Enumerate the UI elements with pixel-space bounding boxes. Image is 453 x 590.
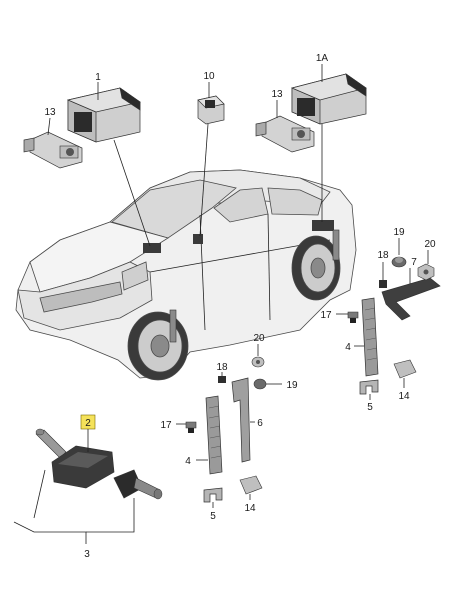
callout-6: 6 [257,418,263,429]
control-module-1a-icon [290,73,367,125]
callout-18-right: 18 [377,250,389,261]
tire-pressure-sensor-icon [51,445,115,489]
callout-7: 7 [411,257,417,268]
bracket-7-icon [381,277,441,321]
callout-14-right: 14 [398,391,410,402]
clip-5-right-icon [359,379,379,395]
callout-2: 2 [85,418,91,429]
callout-3: 3 [84,549,90,560]
callout-20-center: 20 [253,333,265,344]
callout-10: 10 [203,71,215,82]
callout-5-center: 5 [210,511,216,522]
antenna-4-center-icon [205,395,223,475]
bolt-17-center-icon [185,421,197,433]
callout-13-left: 13 [44,107,56,118]
car-illustration [15,169,357,381]
callout-1a: 1A [316,53,329,64]
callout-19-center: 19 [286,380,298,391]
bracket-6-icon [231,377,251,463]
car-module-front [143,243,161,253]
nut-20-right-icon [417,263,435,281]
module-10-icon [197,95,225,125]
car-antenna-rear [332,229,340,261]
bolt-17-right-icon [347,311,359,323]
car-module-rear [312,220,334,231]
callout-18-center: 18 [216,362,228,373]
grommet-20-center-icon [251,356,265,368]
callout-4-right: 4 [345,342,351,353]
clip-18-right-icon [379,280,387,288]
valve-bolt-icon [35,428,67,459]
callout-20-right: 20 [424,239,436,250]
callout-14-center: 14 [244,503,256,514]
callout-1: 1 [95,72,101,83]
grommet-19-center-icon [253,378,267,390]
clip-5-center-icon [203,487,223,503]
valve-stem-icon [113,469,163,500]
antenna-4-right-icon [361,297,379,377]
grommet-19-right-icon [391,256,407,268]
callout-4-center: 4 [185,456,191,467]
car-antenna-front [169,309,177,343]
grommet-14-center-icon [239,475,263,495]
callout-19-right: 19 [393,227,405,238]
callout-5-right: 5 [367,402,373,413]
antenna-13-right-icon [255,115,315,153]
grommet-14-right-icon [393,359,417,379]
clip-18-center-icon [218,376,226,383]
callout-17-center: 17 [160,420,172,431]
car-module-center [193,234,203,244]
callout-17-right: 17 [320,310,332,321]
control-module-1-icon [66,87,141,143]
callout-13-right: 13 [271,89,283,100]
antenna-13-left-icon [23,131,83,169]
